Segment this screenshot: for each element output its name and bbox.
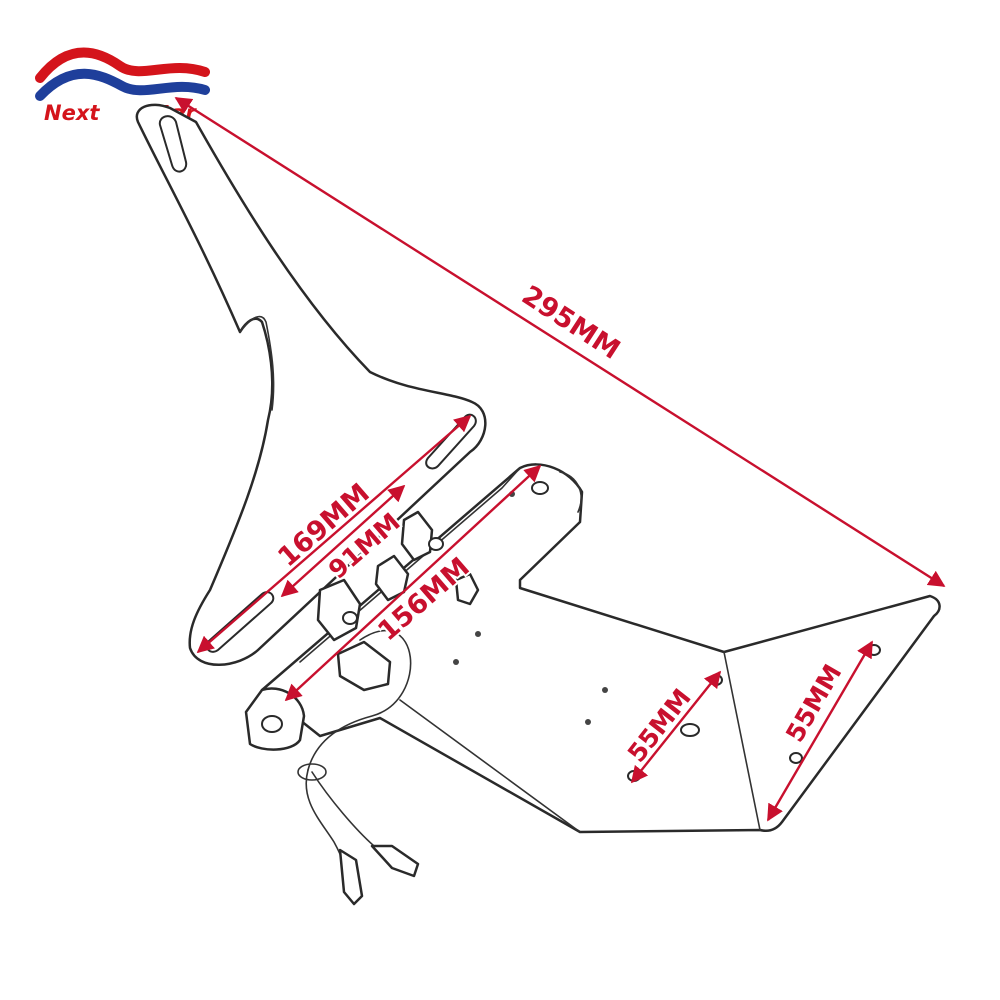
logo-red-wave [35, 47, 210, 83]
label-overall-length: 295MM [516, 280, 625, 366]
dim-line-156 [284, 464, 542, 702]
flange-hole [531, 481, 549, 495]
logo-blue-wave [35, 68, 210, 101]
small-hole-3 [475, 631, 481, 637]
connector-1 [338, 848, 364, 906]
small-hole-4 [453, 659, 459, 665]
upper-bolt-head [428, 537, 444, 551]
dim-line-55-right [766, 640, 874, 822]
mount-plate-rear-fold [723, 651, 761, 831]
dimension-lines [174, 96, 946, 822]
tube-hole [261, 715, 283, 733]
wiring [297, 629, 420, 906]
plate-hole-4 [789, 752, 803, 764]
dim-line-295 [174, 96, 946, 588]
upper-bolt-block [400, 510, 434, 562]
mount-tube [244, 687, 306, 751]
mount-plate-fold [399, 699, 581, 833]
lower-bolt-head [342, 611, 358, 625]
wire-coil [297, 763, 327, 781]
brand-name-word1: Next [44, 101, 100, 125]
connector-2 [370, 844, 420, 878]
plate-hole-5 [680, 723, 700, 737]
small-hole-1 [602, 687, 608, 693]
small-hole-2 [585, 719, 591, 725]
dim-line-55-left [630, 670, 722, 784]
